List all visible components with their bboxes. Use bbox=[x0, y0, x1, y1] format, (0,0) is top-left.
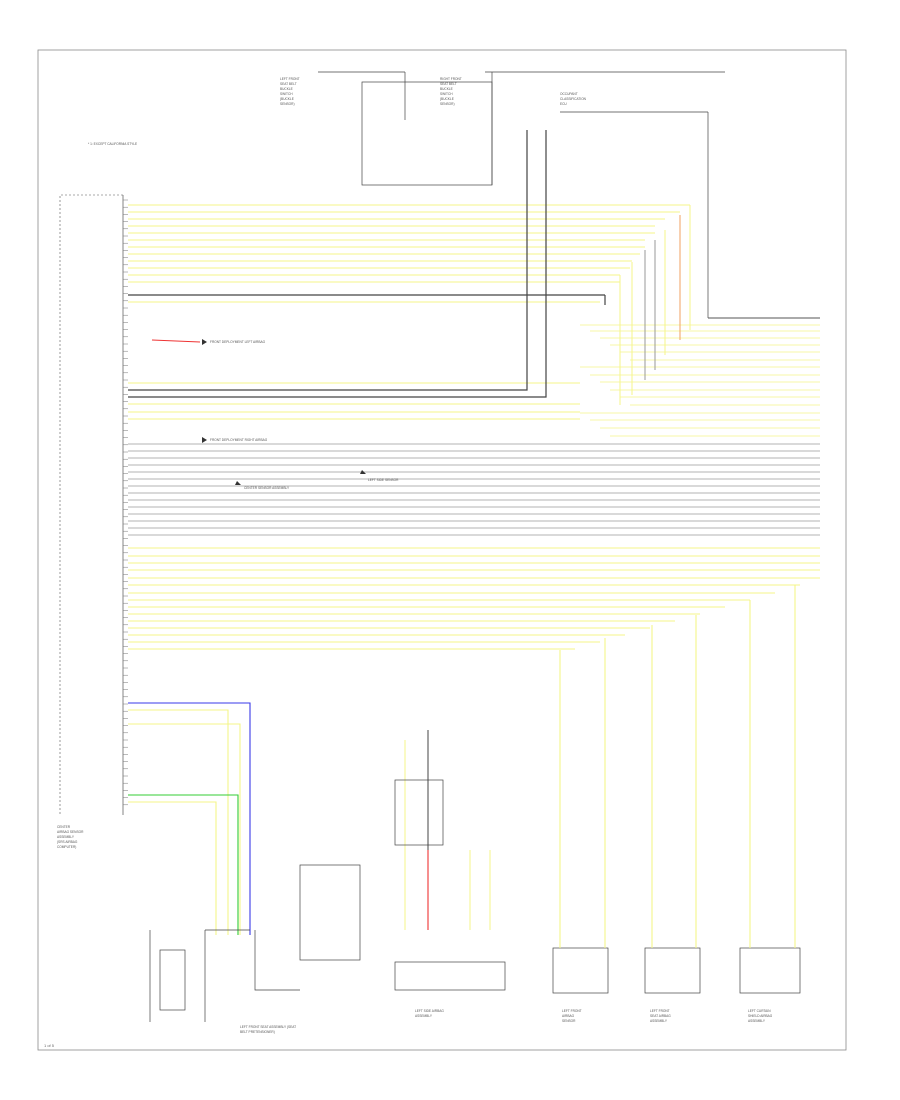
callout-front-left-airbag: FRONT DEPLOYMENT LEFT AIRBAG bbox=[151, 339, 266, 345]
svg-text:ASSEMBLY: ASSEMBLY bbox=[415, 1014, 433, 1018]
yellow-wire-bundle bbox=[128, 204, 820, 650]
left-seat-belt-label: LEFT FRONT SEAT BELT BUCKLE SWITCH (BUCK… bbox=[280, 77, 300, 106]
left-module-outline bbox=[59, 194, 124, 815]
gray-wire-bundle bbox=[128, 443, 820, 536]
svg-text:SEAT AIRBAG: SEAT AIRBAG bbox=[650, 1014, 671, 1018]
svg-text:SENSOR): SENSOR) bbox=[280, 102, 295, 106]
svg-text:LEFT CURTAIN: LEFT CURTAIN bbox=[748, 1009, 771, 1013]
svg-text:SEAT BELT: SEAT BELT bbox=[280, 82, 297, 86]
occupant-ecu-label: OCCUPANT CLASSIFICATION ECU bbox=[560, 92, 587, 106]
svg-text:SENSOR: SENSOR bbox=[562, 1019, 576, 1023]
svg-text:SHIELD AIRBAG: SHIELD AIRBAG bbox=[748, 1014, 773, 1018]
svg-text:LEFT FRONT: LEFT FRONT bbox=[650, 1009, 670, 1013]
footer-code: 1 of 5 bbox=[44, 1043, 55, 1048]
left-front-airbag-sensor-2: LEFT FRONT SEAT AIRBAG ASSEMBLY bbox=[644, 947, 701, 1023]
svg-text:BUCKLE: BUCKLE bbox=[280, 87, 293, 91]
svg-text:(BUCKLE: (BUCKLE bbox=[440, 97, 454, 101]
svg-text:SWITCH: SWITCH bbox=[440, 92, 453, 96]
svg-text:ASSEMBLY: ASSEMBLY bbox=[650, 1019, 668, 1023]
left-side-airbag-assembly: LEFT SIDE AIRBAG ASSEMBLY bbox=[394, 730, 506, 1018]
svg-text:RIGHT FRONT: RIGHT FRONT bbox=[440, 77, 462, 81]
svg-text:OCCUPANT: OCCUPANT bbox=[560, 92, 578, 96]
right-vertical-bundle bbox=[619, 205, 820, 405]
svg-text:LEFT FRONT: LEFT FRONT bbox=[280, 77, 300, 81]
svg-text:ASSEMBLY: ASSEMBLY bbox=[748, 1019, 766, 1023]
svg-text:(SRS AIRBAG: (SRS AIRBAG bbox=[57, 840, 78, 844]
svg-text:(BUCKLE: (BUCKLE bbox=[280, 97, 294, 101]
svg-text:CENTER: CENTER bbox=[57, 825, 71, 829]
svg-text:AIRBAG: AIRBAG bbox=[562, 1014, 575, 1018]
callout-front-right-airbag: FRONT DEPLOYMENT RIGHT AIRBAG bbox=[202, 437, 268, 443]
svg-text:COMPUTER): COMPUTER) bbox=[57, 845, 76, 849]
svg-text:SEAT BELT: SEAT BELT bbox=[440, 82, 457, 86]
right-seat-belt-label: RIGHT FRONT SEAT BELT BUCKLE SWITCH (BUC… bbox=[440, 77, 462, 106]
svg-text:CENTER SENSOR ASSEMBLY: CENTER SENSOR ASSEMBLY bbox=[244, 486, 290, 490]
left-module-label: CENTER AIRBAG SENSOR ASSEMBLY (SRS AIRBA… bbox=[57, 825, 84, 849]
module-pin-ticks bbox=[123, 199, 128, 806]
left-front-airbag-sensor-1: LEFT FRONT AIRBAG SENSOR bbox=[552, 947, 609, 1023]
diagram-frame bbox=[37, 49, 847, 1051]
svg-text:BELT PRETENSIONER): BELT PRETENSIONER) bbox=[240, 1030, 275, 1034]
svg-text:LEFT FRONT: LEFT FRONT bbox=[562, 1009, 582, 1013]
seat-belt-pretensioner-assembly: LEFT FRONT SEAT ASSEMBLY (SEAT BELT PRET… bbox=[149, 864, 361, 1034]
svg-text:CLASSIFICATION: CLASSIFICATION bbox=[560, 97, 587, 101]
svg-text:AIRBAG SENSOR: AIRBAG SENSOR bbox=[57, 830, 84, 834]
left-curtain-airbag: LEFT CURTAIN SHIELD AIRBAG ASSEMBLY bbox=[739, 947, 801, 1023]
svg-text:SWITCH: SWITCH bbox=[280, 92, 293, 96]
dark-feed-wires bbox=[128, 130, 606, 398]
header-note: * 1: EXCEPT CALIFORNIA STYLE bbox=[88, 142, 137, 146]
svg-text:ASSEMBLY: ASSEMBLY bbox=[57, 835, 75, 839]
svg-text:LEFT SIDE SENSOR: LEFT SIDE SENSOR bbox=[368, 478, 399, 482]
top-component-boxes bbox=[318, 71, 725, 318]
svg-text:LEFT SIDE AIRBAG: LEFT SIDE AIRBAG bbox=[415, 1009, 444, 1013]
callout-left-side-sensor: LEFT SIDE SENSOR bbox=[360, 470, 399, 482]
seatbelt-harness bbox=[128, 702, 251, 935]
svg-text:FRONT DEPLOYMENT LEFT AIRBAG: FRONT DEPLOYMENT LEFT AIRBAG bbox=[210, 340, 266, 344]
svg-text:SENSOR): SENSOR) bbox=[440, 102, 455, 106]
callout-center-sensor: CENTER SENSOR ASSEMBLY bbox=[235, 481, 290, 490]
svg-text:LEFT FRONT SEAT ASSEMBLY (SEAT: LEFT FRONT SEAT ASSEMBLY (SEAT bbox=[240, 1025, 296, 1029]
sensor-drop-wires bbox=[559, 585, 796, 948]
svg-text:ECU: ECU bbox=[560, 102, 567, 106]
svg-text:FRONT DEPLOYMENT RIGHT AIRBAG: FRONT DEPLOYMENT RIGHT AIRBAG bbox=[210, 438, 268, 442]
svg-text:BUCKLE: BUCKLE bbox=[440, 87, 453, 91]
